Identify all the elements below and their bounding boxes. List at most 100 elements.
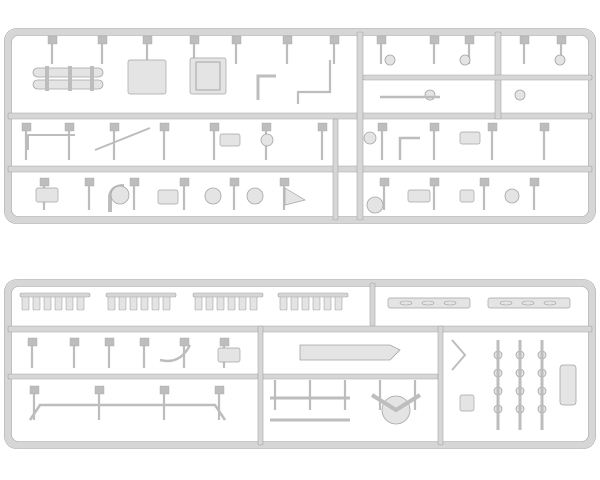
part-number-tab <box>39 177 50 187</box>
tray-slot <box>521 300 535 306</box>
comb-part <box>216 295 225 311</box>
bracket-part <box>407 189 431 203</box>
part-number-tab <box>317 122 328 132</box>
part-number-tab <box>69 337 80 347</box>
comb-part <box>129 295 138 311</box>
tray-part <box>487 297 571 309</box>
part-number-tab <box>219 337 230 347</box>
part-number-tab <box>209 122 220 132</box>
small-round-part <box>554 54 566 66</box>
equipment-box <box>127 59 167 95</box>
tray-part <box>387 297 471 309</box>
part-number-tab <box>109 122 120 132</box>
rod-part <box>27 134 75 150</box>
sprue-divider <box>332 118 339 221</box>
comb-part <box>140 295 149 311</box>
tank-band <box>90 66 94 91</box>
comb-part <box>43 295 52 311</box>
small-round-part <box>459 54 471 66</box>
sprue-runner <box>7 373 263 380</box>
bracket-part <box>217 347 241 363</box>
part-number-tab <box>27 337 38 347</box>
housing-part <box>110 185 130 205</box>
pipe-part <box>398 136 420 160</box>
part-number-tab <box>377 122 388 132</box>
part-number-tab <box>104 337 115 347</box>
comb-part <box>76 295 85 311</box>
part-number-tab <box>21 122 32 132</box>
part-number-tab <box>159 122 170 132</box>
part-number-tab <box>464 35 475 45</box>
sprue-frame-inner-edge <box>11 286 589 442</box>
bracket-part <box>157 189 179 205</box>
engine-cylinder-part <box>370 393 422 413</box>
sprue-outer-frame <box>4 28 596 224</box>
part-number-tab <box>29 385 40 395</box>
part-number-tab <box>189 35 200 45</box>
bracket-part <box>459 131 481 145</box>
part-number-tab <box>519 35 530 45</box>
comb-part <box>118 295 127 311</box>
part-number-tab <box>159 385 170 395</box>
tray-slot <box>421 300 435 306</box>
sprue-frame-inner-edge <box>11 35 589 217</box>
part-number-tab <box>282 35 293 45</box>
part-number-tab <box>539 122 550 132</box>
part-number-tab <box>429 122 440 132</box>
sprue-frame-edge <box>4 28 596 224</box>
part-number-tab <box>529 177 540 187</box>
sprue-divider <box>437 325 444 446</box>
pipe-run-part <box>270 396 350 422</box>
comb-part <box>279 295 288 311</box>
part-number-tab <box>329 35 340 45</box>
comb-part <box>290 295 299 311</box>
part-number-tab <box>139 337 150 347</box>
sprue-runner <box>7 165 593 173</box>
part-number-tab <box>229 177 240 187</box>
part-number-tab <box>129 177 140 187</box>
equipment-box <box>189 57 227 95</box>
round-part <box>504 188 520 204</box>
sprue-divider <box>356 31 364 221</box>
tank-band <box>45 66 49 91</box>
comb-part <box>107 295 116 311</box>
rod-part <box>451 339 467 371</box>
part-number-tab <box>261 122 272 132</box>
housing-part <box>204 187 222 205</box>
part-number-tab <box>376 35 387 45</box>
part-number-tab <box>231 35 242 45</box>
tray-slot <box>543 300 557 306</box>
small-round-part <box>514 89 526 101</box>
part-number-tab <box>556 35 567 45</box>
small-round-part <box>384 54 396 66</box>
part-number-tab <box>429 35 440 45</box>
housing-part <box>559 364 577 406</box>
part-number-tab <box>279 177 290 187</box>
sprue-runner <box>7 112 593 120</box>
bracket-part <box>459 394 475 412</box>
tank-band <box>68 66 72 91</box>
tray-slot <box>443 300 457 306</box>
long-rod-part <box>28 403 227 421</box>
wheel-part <box>260 133 274 147</box>
part-number-tab <box>142 35 153 45</box>
tray-slot <box>399 300 413 306</box>
pipe-part <box>296 60 332 104</box>
sprue-runner <box>362 74 593 81</box>
part-number-tab <box>179 337 190 347</box>
pipe-part <box>256 74 276 100</box>
comb-part <box>249 295 258 311</box>
part-number-tab <box>429 177 440 187</box>
comb-part <box>334 295 343 311</box>
comb-part <box>54 295 63 311</box>
comb-part <box>65 295 74 311</box>
part-number-tab <box>47 35 58 45</box>
comb-part <box>21 295 30 311</box>
part-number-tab <box>479 177 490 187</box>
sprue-runner <box>277 292 349 298</box>
part-number-tab <box>487 122 498 132</box>
curved-part <box>159 344 192 363</box>
part-number-tab <box>94 385 105 395</box>
comb-part <box>194 295 203 311</box>
comb-part <box>151 295 160 311</box>
